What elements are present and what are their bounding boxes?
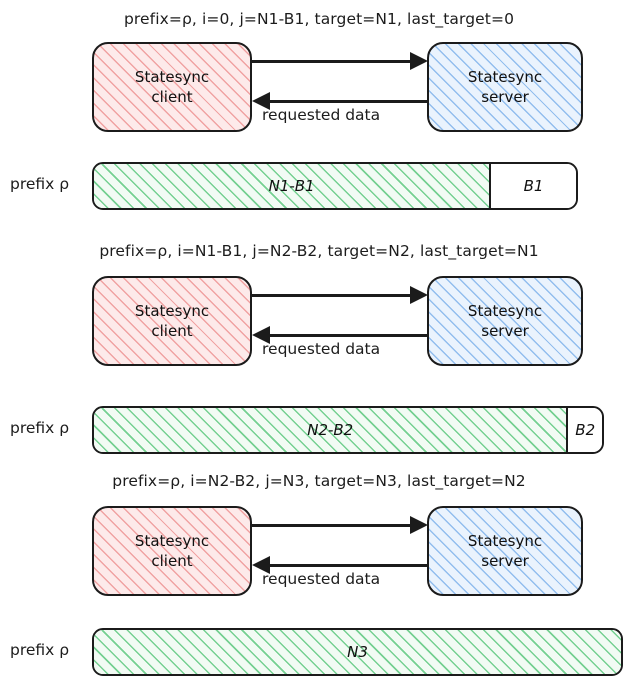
round-caption-3: prefix=ρ, i=N2-B2, j=N3, target=N3, last… xyxy=(112,472,526,490)
prefix-bar-segment-label: B1 xyxy=(523,177,544,195)
server-label-line2: server xyxy=(481,322,529,340)
round-caption-1: prefix=ρ, i=0, j=N1-B1, target=N1, last_… xyxy=(123,10,515,28)
request-arrow-1 xyxy=(252,60,422,63)
client-label-line1: Statesync xyxy=(134,301,210,320)
prefix-bar-segment-label: B2 xyxy=(575,421,596,439)
client-label-line2: client xyxy=(151,88,193,106)
prefix-label-3: prefix ρ xyxy=(10,641,70,659)
statesync-client-node-1[interactable]: Statesync client xyxy=(92,42,252,132)
response-arrow-label-2: requested data xyxy=(262,340,381,358)
response-arrow-label-3: requested data xyxy=(262,570,381,588)
statesync-server-node-1[interactable]: Statesync server xyxy=(427,42,583,132)
prefix-bar-segment-label: N2-B2 xyxy=(307,421,354,439)
statesync-server-node-3[interactable]: Statesync server xyxy=(427,506,583,596)
prefix-bar-segment: B2 xyxy=(568,408,602,452)
arrowhead-right-icon-2 xyxy=(410,286,428,304)
request-arrow-3 xyxy=(252,524,422,527)
prefix-bar-2[interactable]: N2-B2 B2 xyxy=(92,406,604,454)
prefix-bar-segment: N2-B2 xyxy=(94,408,569,452)
prefix-bar-3[interactable]: N3 xyxy=(92,628,623,676)
arrowhead-right-icon-3 xyxy=(410,516,428,534)
response-arrow-3 xyxy=(258,564,427,567)
server-label-line2: server xyxy=(481,88,529,106)
sequence-diagram-2: Statesync client Statesync server reques… xyxy=(0,276,638,368)
prefix-bar-segment: N3 xyxy=(94,630,621,674)
client-label-line1: Statesync xyxy=(134,67,210,86)
prefix-bar-1[interactable]: N1-B1 B1 xyxy=(92,162,578,210)
server-label-line1: Statesync xyxy=(467,301,543,320)
server-label-line2: server xyxy=(481,552,529,570)
prefix-bar-segment-label: N3 xyxy=(347,643,368,661)
prefix-label-1: prefix ρ xyxy=(10,175,70,193)
arrowhead-left-icon-1 xyxy=(252,92,270,110)
prefix-label-2: prefix ρ xyxy=(10,419,70,437)
statesync-client-node-2[interactable]: Statesync client xyxy=(92,276,252,366)
arrowhead-right-icon-1 xyxy=(410,52,428,70)
round-caption-2: prefix=ρ, i=N1-B1, j=N2-B2, target=N2, l… xyxy=(99,242,539,260)
request-arrow-2 xyxy=(252,294,422,297)
prefix-bar-segment: B1 xyxy=(491,164,576,208)
response-arrow-2 xyxy=(258,334,427,337)
client-label-line1: Statesync xyxy=(134,531,210,550)
prefix-bar-segment: N1-B1 xyxy=(94,164,492,208)
server-label-line1: Statesync xyxy=(467,531,543,550)
client-label-line2: client xyxy=(151,552,193,570)
response-arrow-label-1: requested data xyxy=(262,106,381,124)
statesync-server-node-2[interactable]: Statesync server xyxy=(427,276,583,366)
server-label-line1: Statesync xyxy=(467,67,543,86)
sequence-diagram-3: Statesync client Statesync server reques… xyxy=(0,506,638,598)
sequence-diagram-1: Statesync client Statesync server reques… xyxy=(0,42,638,134)
response-arrow-1 xyxy=(258,100,427,103)
prefix-bar-segment-label: N1-B1 xyxy=(268,177,315,195)
statesync-client-node-3[interactable]: Statesync client xyxy=(92,506,252,596)
client-label-line2: client xyxy=(151,322,193,340)
arrowhead-left-icon-2 xyxy=(252,326,270,344)
arrowhead-left-icon-3 xyxy=(252,556,270,574)
